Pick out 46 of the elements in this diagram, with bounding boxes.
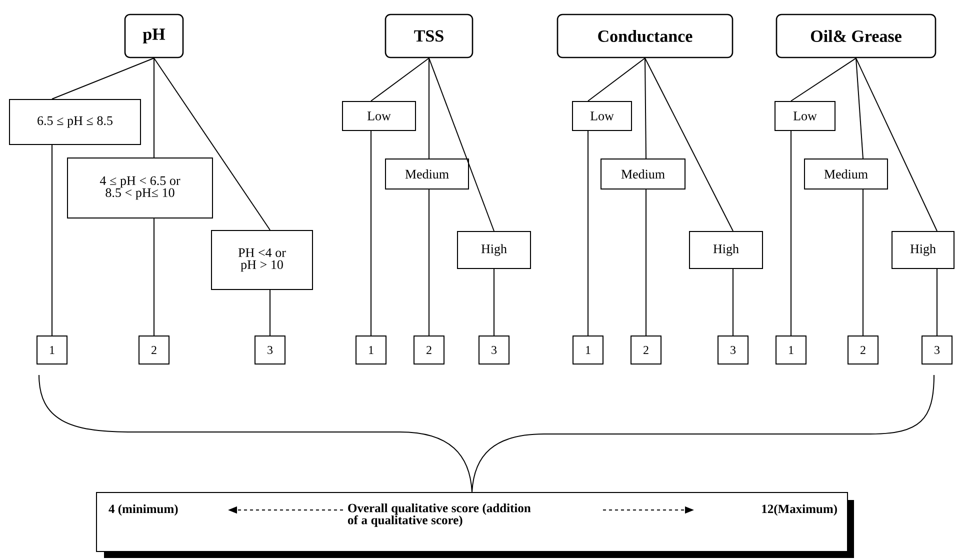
score-box: 1 [36, 336, 68, 364]
score-box: 2 [138, 336, 170, 364]
score-box: 2 [414, 336, 444, 364]
connector-line [428, 58, 430, 159]
score-box: 1 [776, 336, 806, 364]
criterion-box: Low [572, 101, 632, 131]
connector-line [644, 58, 646, 159]
connector-line [370, 58, 430, 102]
criterion-box: High [892, 231, 954, 269]
connector-line [936, 268, 938, 336]
connector-line [428, 189, 430, 336]
score-box: 1 [356, 336, 386, 364]
criterion-box: Low [774, 101, 836, 131]
connector-line [644, 58, 734, 232]
parameter-box: Conductance [556, 14, 734, 58]
score-box: 3 [254, 336, 286, 364]
parameter-box: pH [124, 14, 184, 58]
connector-line [154, 58, 270, 230]
connector-line [52, 58, 154, 100]
result-box: 4 (minimum) Overall qualitative score (addition of a qualitative score) 12(Maximum) [96, 492, 854, 558]
criterion-box: Medium [804, 158, 888, 190]
connector-line [732, 268, 734, 336]
score-box: 3 [478, 336, 510, 364]
criterion-box: PH <4 or pH > 10 [211, 230, 313, 290]
connector-line [588, 58, 646, 102]
connector-line [856, 58, 938, 232]
connector-line [370, 130, 372, 336]
connector-line [856, 58, 864, 159]
score-box: 1 [572, 336, 604, 364]
criterion-box: High [457, 231, 531, 269]
criterion-box: Medium [385, 158, 469, 190]
connector-line [862, 189, 864, 336]
criterion-box: 6.5 ≤ pH ≤ 8.5 [9, 99, 141, 145]
connector-line [790, 58, 856, 102]
score-box: 3 [922, 336, 952, 364]
score-box: 2 [848, 336, 878, 364]
criterion-box: Medium [600, 158, 686, 190]
criterion-box: Low [342, 101, 416, 131]
criterion-box: 4 ≤ pH < 6.5 or 8.5 < pH≤ 10 [67, 158, 213, 218]
score-box: 3 [718, 336, 748, 364]
score-box: 2 [630, 336, 662, 364]
connector-line [790, 130, 792, 336]
parameter-box: Oil& Grease [776, 14, 936, 58]
parameter-box: TSS [384, 14, 474, 58]
criterion-box: High [689, 231, 763, 269]
connector-line [428, 58, 494, 232]
